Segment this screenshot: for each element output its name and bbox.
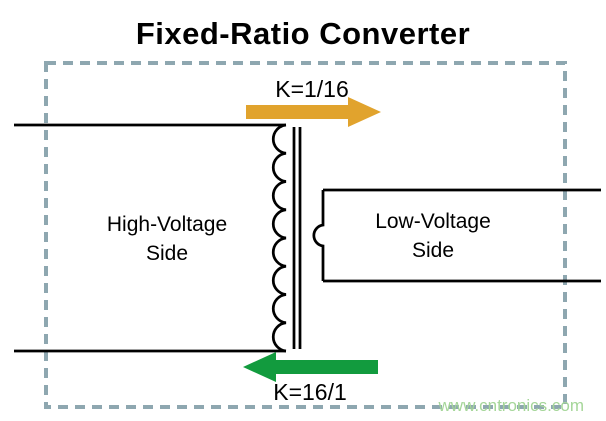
step-up-arrow-icon — [243, 352, 378, 382]
high-voltage-label-line1: High-Voltage — [106, 213, 228, 236]
bottom-arrow-label: K=16/1 — [273, 379, 347, 405]
circuit-lines — [14, 123, 601, 353]
step-down-arrow-icon — [246, 97, 381, 127]
watermark: www.cntronics.com — [438, 396, 584, 415]
page-title: Fixed-Ratio Converter — [135, 16, 471, 51]
low-voltage-label-line2: Side — [411, 239, 455, 262]
dashed-boundary — [44, 61, 567, 409]
top-arrow-label: K=1/16 — [275, 76, 349, 102]
low-voltage-label-line1: Low-Voltage — [375, 210, 491, 233]
high-voltage-side-label: High-Voltage Side — [107, 210, 227, 268]
primary-winding-coil — [271, 123, 287, 353]
secondary-winding-coil — [312, 190, 325, 281]
low-voltage-side-label: Low-Voltage Side — [375, 207, 491, 265]
high-voltage-label-line2: Side — [145, 242, 189, 265]
